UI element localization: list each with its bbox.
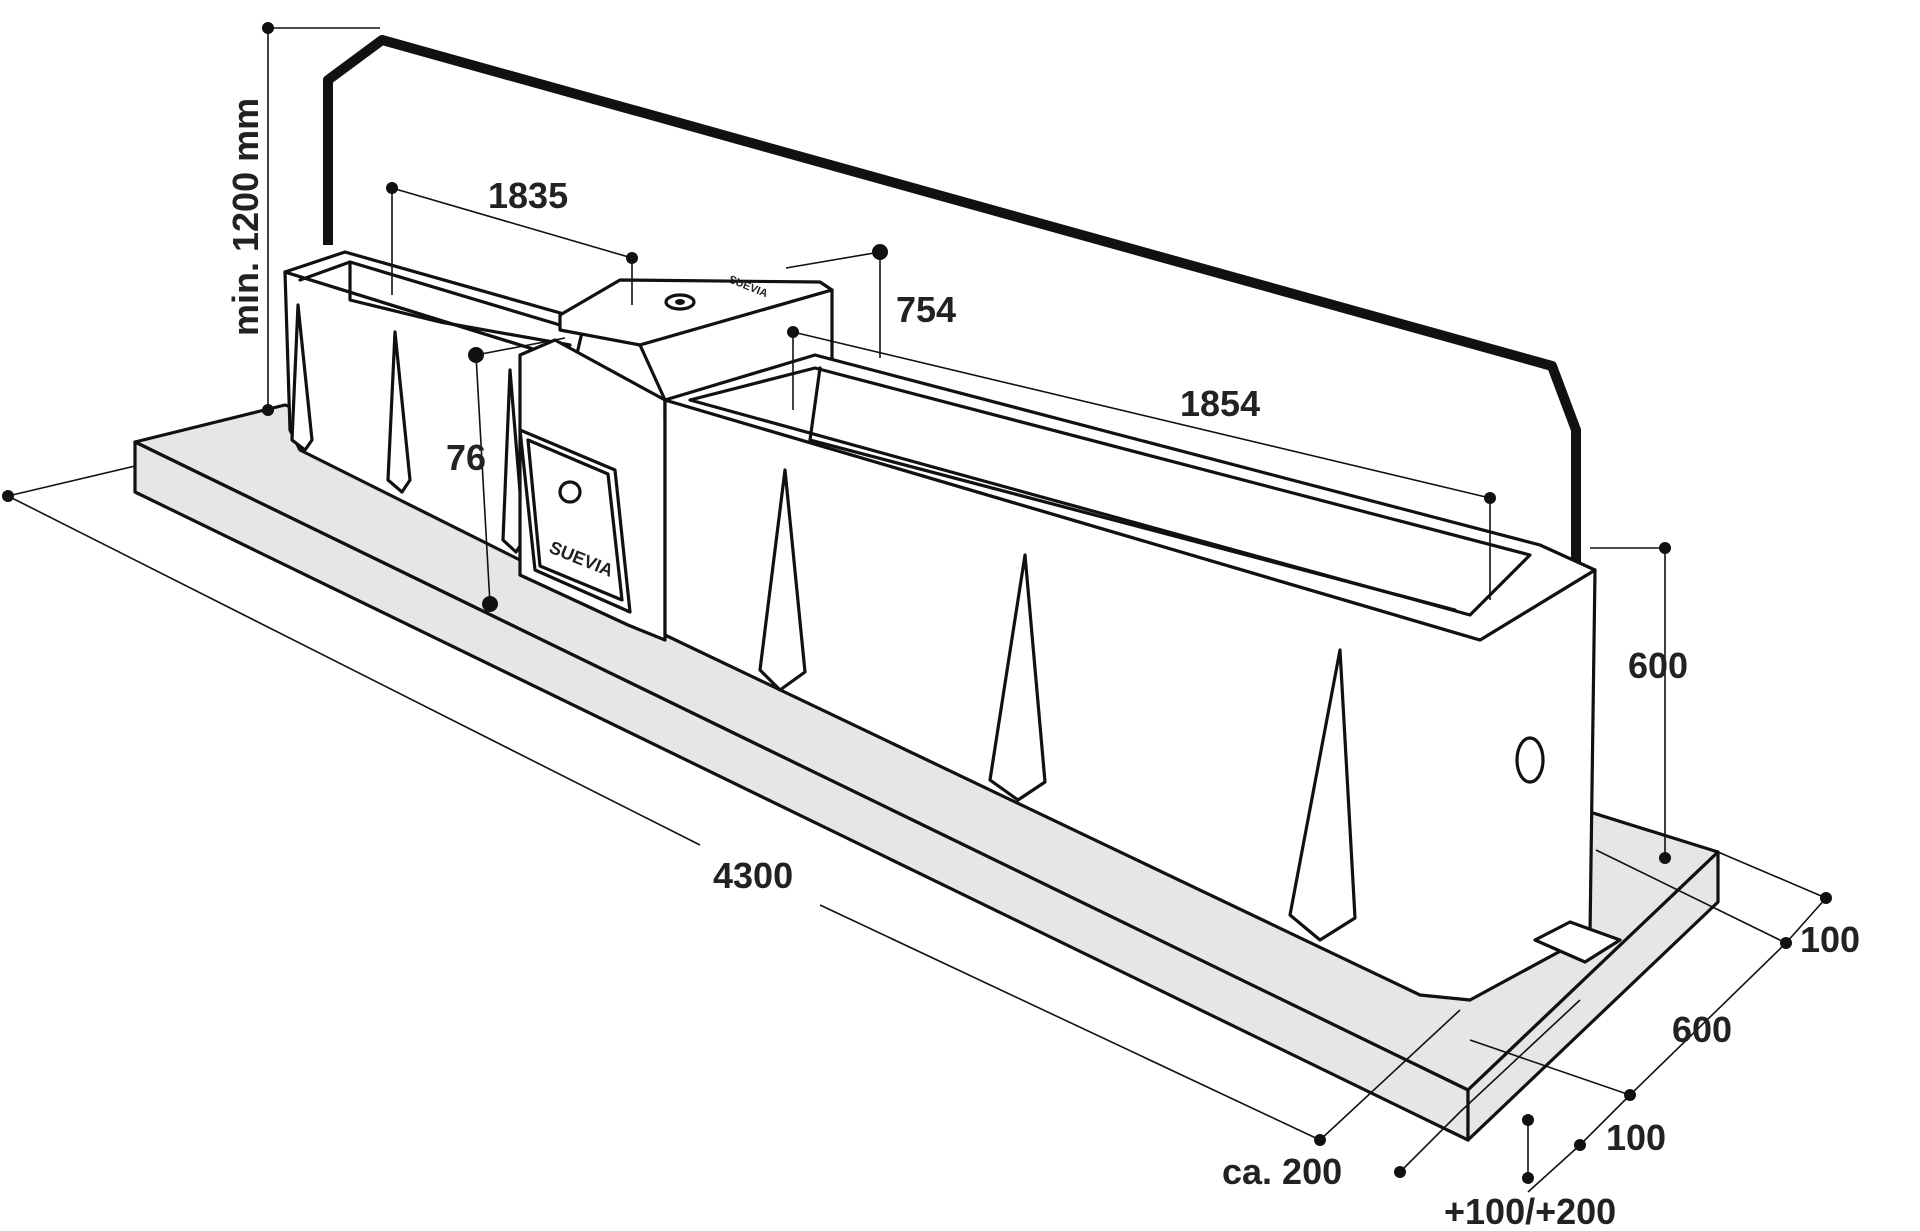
left-trough — [283, 250, 587, 567]
dimension-lines — [2, 22, 1832, 1193]
right-trough — [663, 353, 1622, 1002]
label-4300: 4300 — [713, 855, 793, 896]
label-100-top: 100 — [1800, 919, 1860, 960]
dimension-labels: min. 1200 mm 1835 754 1854 76 600 4300 1… — [225, 98, 1860, 1231]
right-trough-rib-1 — [758, 468, 807, 692]
rear-protection-bar — [323, 35, 1581, 935]
label-1854: 1854 — [1180, 383, 1260, 424]
label-min-height: min. 1200 mm — [225, 98, 266, 336]
label-100-bottom: 100 — [1606, 1117, 1666, 1158]
left-trough-inner-floor — [348, 260, 572, 347]
left-trough-rib-2 — [386, 330, 412, 494]
panel-knob — [558, 480, 582, 504]
floor-plate — [1533, 920, 1622, 964]
label-1835: 1835 — [488, 175, 568, 216]
right-trough-rim — [663, 353, 1597, 642]
label-extra-range: +100/+200 — [1444, 1191, 1616, 1231]
label-ca-200: ca. 200 — [1222, 1151, 1342, 1192]
slab-right-face — [1466, 850, 1720, 1142]
right-trough-inner-floor — [808, 366, 1457, 612]
right-trough-inner-rim — [688, 366, 1532, 617]
right-trough-rib-2 — [988, 553, 1047, 802]
label-600-depth: 600 — [1672, 1009, 1732, 1050]
label-76: 76 — [446, 437, 486, 478]
right-trough-rib-3 — [1288, 648, 1357, 942]
drain-plug — [1515, 736, 1545, 784]
control-panel-inner — [526, 438, 624, 602]
label-754: 754 — [896, 289, 956, 330]
left-trough-rib-1 — [290, 303, 314, 452]
label-600-height: 600 — [1628, 645, 1688, 686]
control-panel — [518, 428, 632, 614]
